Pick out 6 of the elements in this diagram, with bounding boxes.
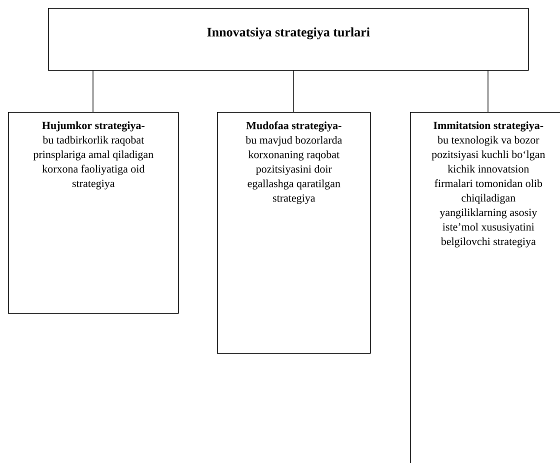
connector-line <box>293 70 294 112</box>
connector-line <box>92 70 94 112</box>
strategy-box: Hujumkor strategiya- bu tadbirkorlik raqobat prinsplariga amal qiladigan korxona faoliyatiga oid strategiya <box>8 112 179 314</box>
title-box: Innovatsiya strategiya turlari <box>48 8 529 71</box>
strategy-box: Immitatsion strategiya- bu texnologik va bozor pozitsiyasi kuchli bo‘lgan kichik innovatsion firmalari tomonidan olib chiqiladigan yangiliklarning asosiy iste’mol xususiyatini belgilovchi strategiya <box>410 112 560 463</box>
strategy-box: Mudofaa strategiya- bu mavjud bozorlarda korxonaning raqobat pozitsiyasini doir egallashga qaratilgan strategiya <box>217 112 371 354</box>
